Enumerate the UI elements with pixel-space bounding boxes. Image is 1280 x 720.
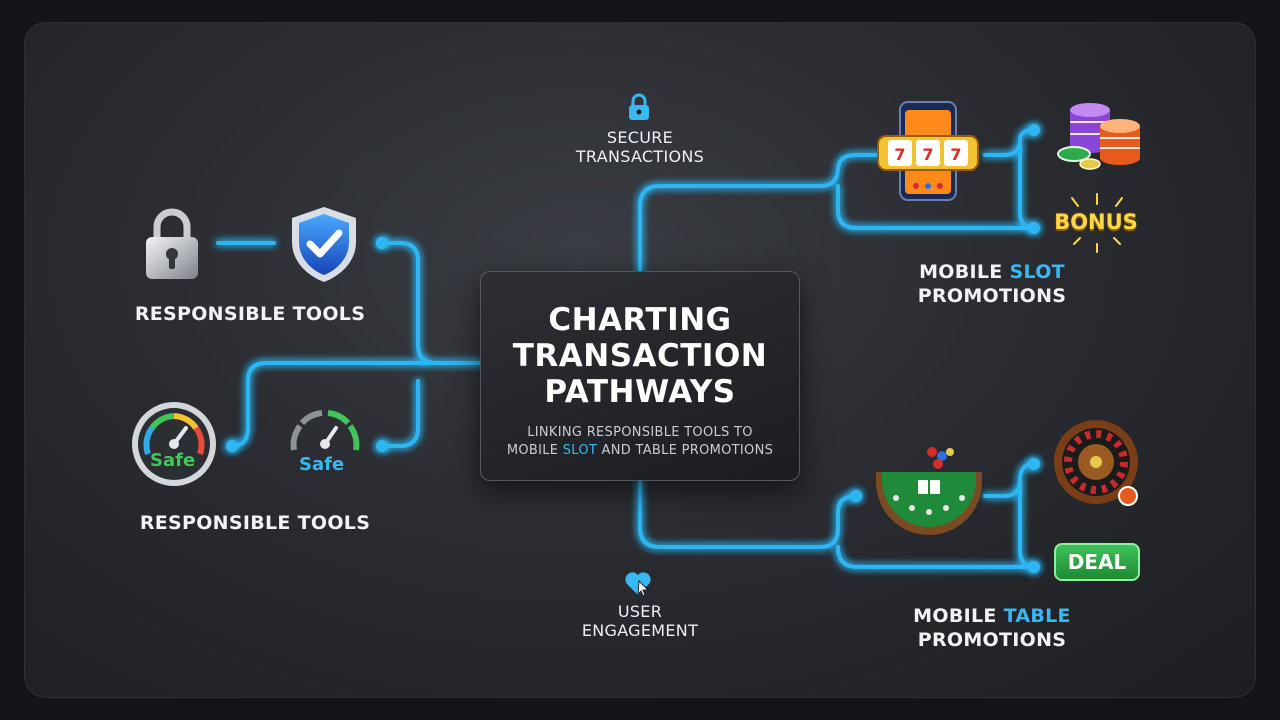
wire-node (850, 490, 862, 502)
center-card: CHARTING TRANSACTION PATHWAYS LINKING RE… (480, 271, 800, 481)
slot-machine-phone-icon: 7 7 7 (877, 101, 979, 201)
wire-node (1028, 222, 1040, 234)
padlock-icon (146, 208, 198, 279)
subtitle-part: AND TABLE PROMOTIONS (597, 443, 774, 458)
label-accent: SLOT (1009, 261, 1065, 283)
subtitle-line: MOBILE SLOT AND TABLE PROMOTIONS (481, 442, 799, 460)
wire-engagement (638, 479, 858, 549)
wire-secure (638, 153, 882, 273)
responsible-tools-top-label: RESPONSIBLE TOOLS (134, 303, 366, 325)
wire-node (1028, 124, 1040, 136)
mobile-slot-promotions-label: MOBILE SLOT PROMOTIONS (880, 260, 1104, 308)
wire-slot-right (983, 128, 1036, 157)
poker-chips-icon (1057, 103, 1140, 170)
wire-node (376, 237, 388, 249)
wire-node (1028, 561, 1040, 573)
gauge-icon (132, 402, 216, 486)
user-engagement-label: USER ENGAGEMENT (540, 602, 740, 640)
wire-table-right (983, 462, 1036, 498)
bonus-badge-text: BONUS (1054, 210, 1138, 234)
wire-top-left (380, 241, 482, 365)
label-line: PROMOTIONS (917, 629, 1067, 651)
gauge-icon (290, 410, 360, 451)
mobile-table-promotions-label: MOBILE TABLE PROMOTIONS (880, 604, 1104, 652)
wire-table-lower (836, 545, 1036, 569)
title-line: CHARTING (548, 302, 732, 338)
subtitle-part: MOBILE (506, 443, 563, 458)
svg-text:7: 7 (950, 145, 961, 164)
roulette-wheel-icon (1054, 420, 1138, 506)
wire-slot-branch (1018, 143, 1036, 230)
center-subtitle: LINKING RESPONSIBLE TOOLS TO MOBILE SLOT… (481, 424, 799, 460)
wire-node (226, 440, 238, 452)
wire-node (376, 440, 388, 452)
gauge-safe-text: Safe (150, 450, 196, 471)
label-part: MOBILE (919, 261, 1010, 283)
heart-cursor-icon (625, 572, 651, 597)
center-title: CHARTING TRANSACTION PATHWAYS (481, 302, 799, 410)
wire-gauge-right (380, 379, 420, 448)
responsible-tools-bottom-label: RESPONSIBLE TOOLS (139, 512, 371, 534)
wire-mid-left (230, 361, 482, 448)
label-line: MOBILE TABLE (880, 604, 1104, 628)
deal-button[interactable]: DEAL (1054, 543, 1140, 581)
label-line: ENGAGEMENT (581, 621, 699, 640)
label-accent: TABLE (1003, 605, 1071, 627)
bonus-badge-icon (1071, 193, 1123, 253)
svg-text:7: 7 (922, 145, 933, 164)
label-line: SECURE (606, 128, 674, 147)
subtitle-accent: SLOT (562, 443, 598, 458)
shield-check-icon (292, 207, 356, 282)
blackjack-table-icon (876, 447, 982, 535)
title-line: PATHWAYS (544, 374, 736, 410)
label-line: USER (617, 602, 663, 621)
label-line: PROMOTIONS (917, 285, 1067, 307)
title-line: TRANSACTION (512, 338, 768, 374)
secure-transactions-label: SECURE TRANSACTIONS (540, 128, 740, 166)
wire-table-branch (1018, 478, 1036, 569)
label-line: TRANSACTIONS (575, 147, 705, 166)
label-part: MOBILE (913, 605, 1004, 627)
svg-text:7: 7 (894, 145, 905, 164)
subtitle-line: LINKING RESPONSIBLE TOOLS TO (527, 425, 753, 440)
lock-icon (629, 93, 649, 120)
gauge-safe-text: Safe (299, 454, 345, 475)
wire-node (1028, 458, 1040, 470)
wire-slot-lower (836, 184, 1036, 230)
label-line: MOBILE SLOT (880, 260, 1104, 284)
